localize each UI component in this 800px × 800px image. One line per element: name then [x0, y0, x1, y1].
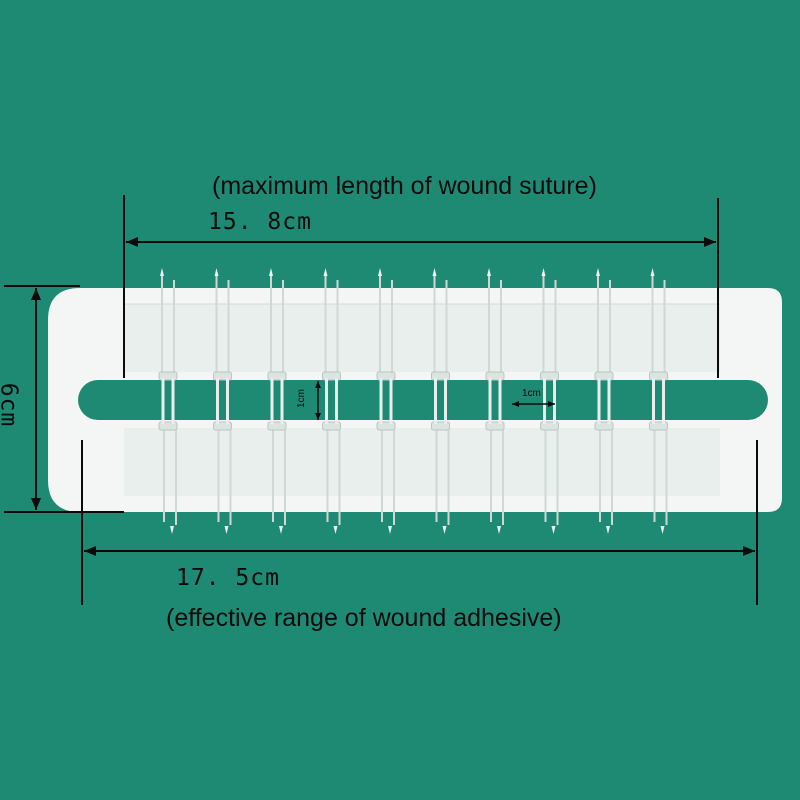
top-caption: (maximum length of wound suture): [212, 172, 597, 200]
inner-panel-top: [124, 304, 720, 372]
needle-tip: [160, 268, 164, 276]
arrow-top-left: [126, 237, 138, 247]
needle-tip: [378, 268, 382, 276]
needle-tip: [279, 526, 283, 534]
needle-tip: [487, 268, 491, 276]
needle-tip: [541, 268, 546, 276]
pin-array: [158, 268, 668, 534]
needle-tip: [497, 526, 501, 534]
height-dimension-label: 6cm: [0, 382, 22, 428]
bottom-dimension-label: 17. 5cm: [176, 565, 280, 591]
arrow-bottom-right: [743, 546, 755, 556]
needle-tip: [333, 526, 338, 534]
dimension-arrowheads: [31, 237, 755, 556]
arrow-bottom-left: [84, 546, 96, 556]
dimension-lines: [4, 195, 758, 605]
needle-tip: [214, 268, 219, 276]
top-dimension-label: 15. 8cm: [208, 209, 312, 235]
arrow-gap-h-right: [548, 401, 555, 407]
arrow-top-right: [704, 237, 716, 247]
arrow-gap-h-left: [512, 401, 519, 407]
needle-tip: [323, 268, 328, 276]
needle-tip: [432, 268, 437, 276]
needle-tip: [224, 526, 229, 534]
needle-tip: [269, 268, 273, 276]
gap-dimension-vertical-label: 1cm: [295, 389, 307, 408]
arrow-height-top: [31, 288, 41, 300]
needle-tip: [442, 526, 447, 534]
bottom-caption: (effective range of wound adhesive): [166, 604, 562, 632]
needle-tip: [388, 526, 392, 534]
needle-tip: [551, 526, 556, 534]
arrow-gap-v-top: [315, 381, 321, 388]
arrow-gap-v-bottom: [315, 413, 321, 420]
needle-tip: [596, 268, 600, 276]
inner-panel-bottom: [124, 428, 720, 496]
needle-tip: [650, 268, 655, 276]
gap-dimension-horizontal-label: 1cm: [522, 388, 541, 399]
arrow-height-bottom: [31, 498, 41, 510]
needle-tip: [606, 526, 610, 534]
needle-tip: [660, 526, 665, 534]
needle-tip: [170, 526, 174, 534]
